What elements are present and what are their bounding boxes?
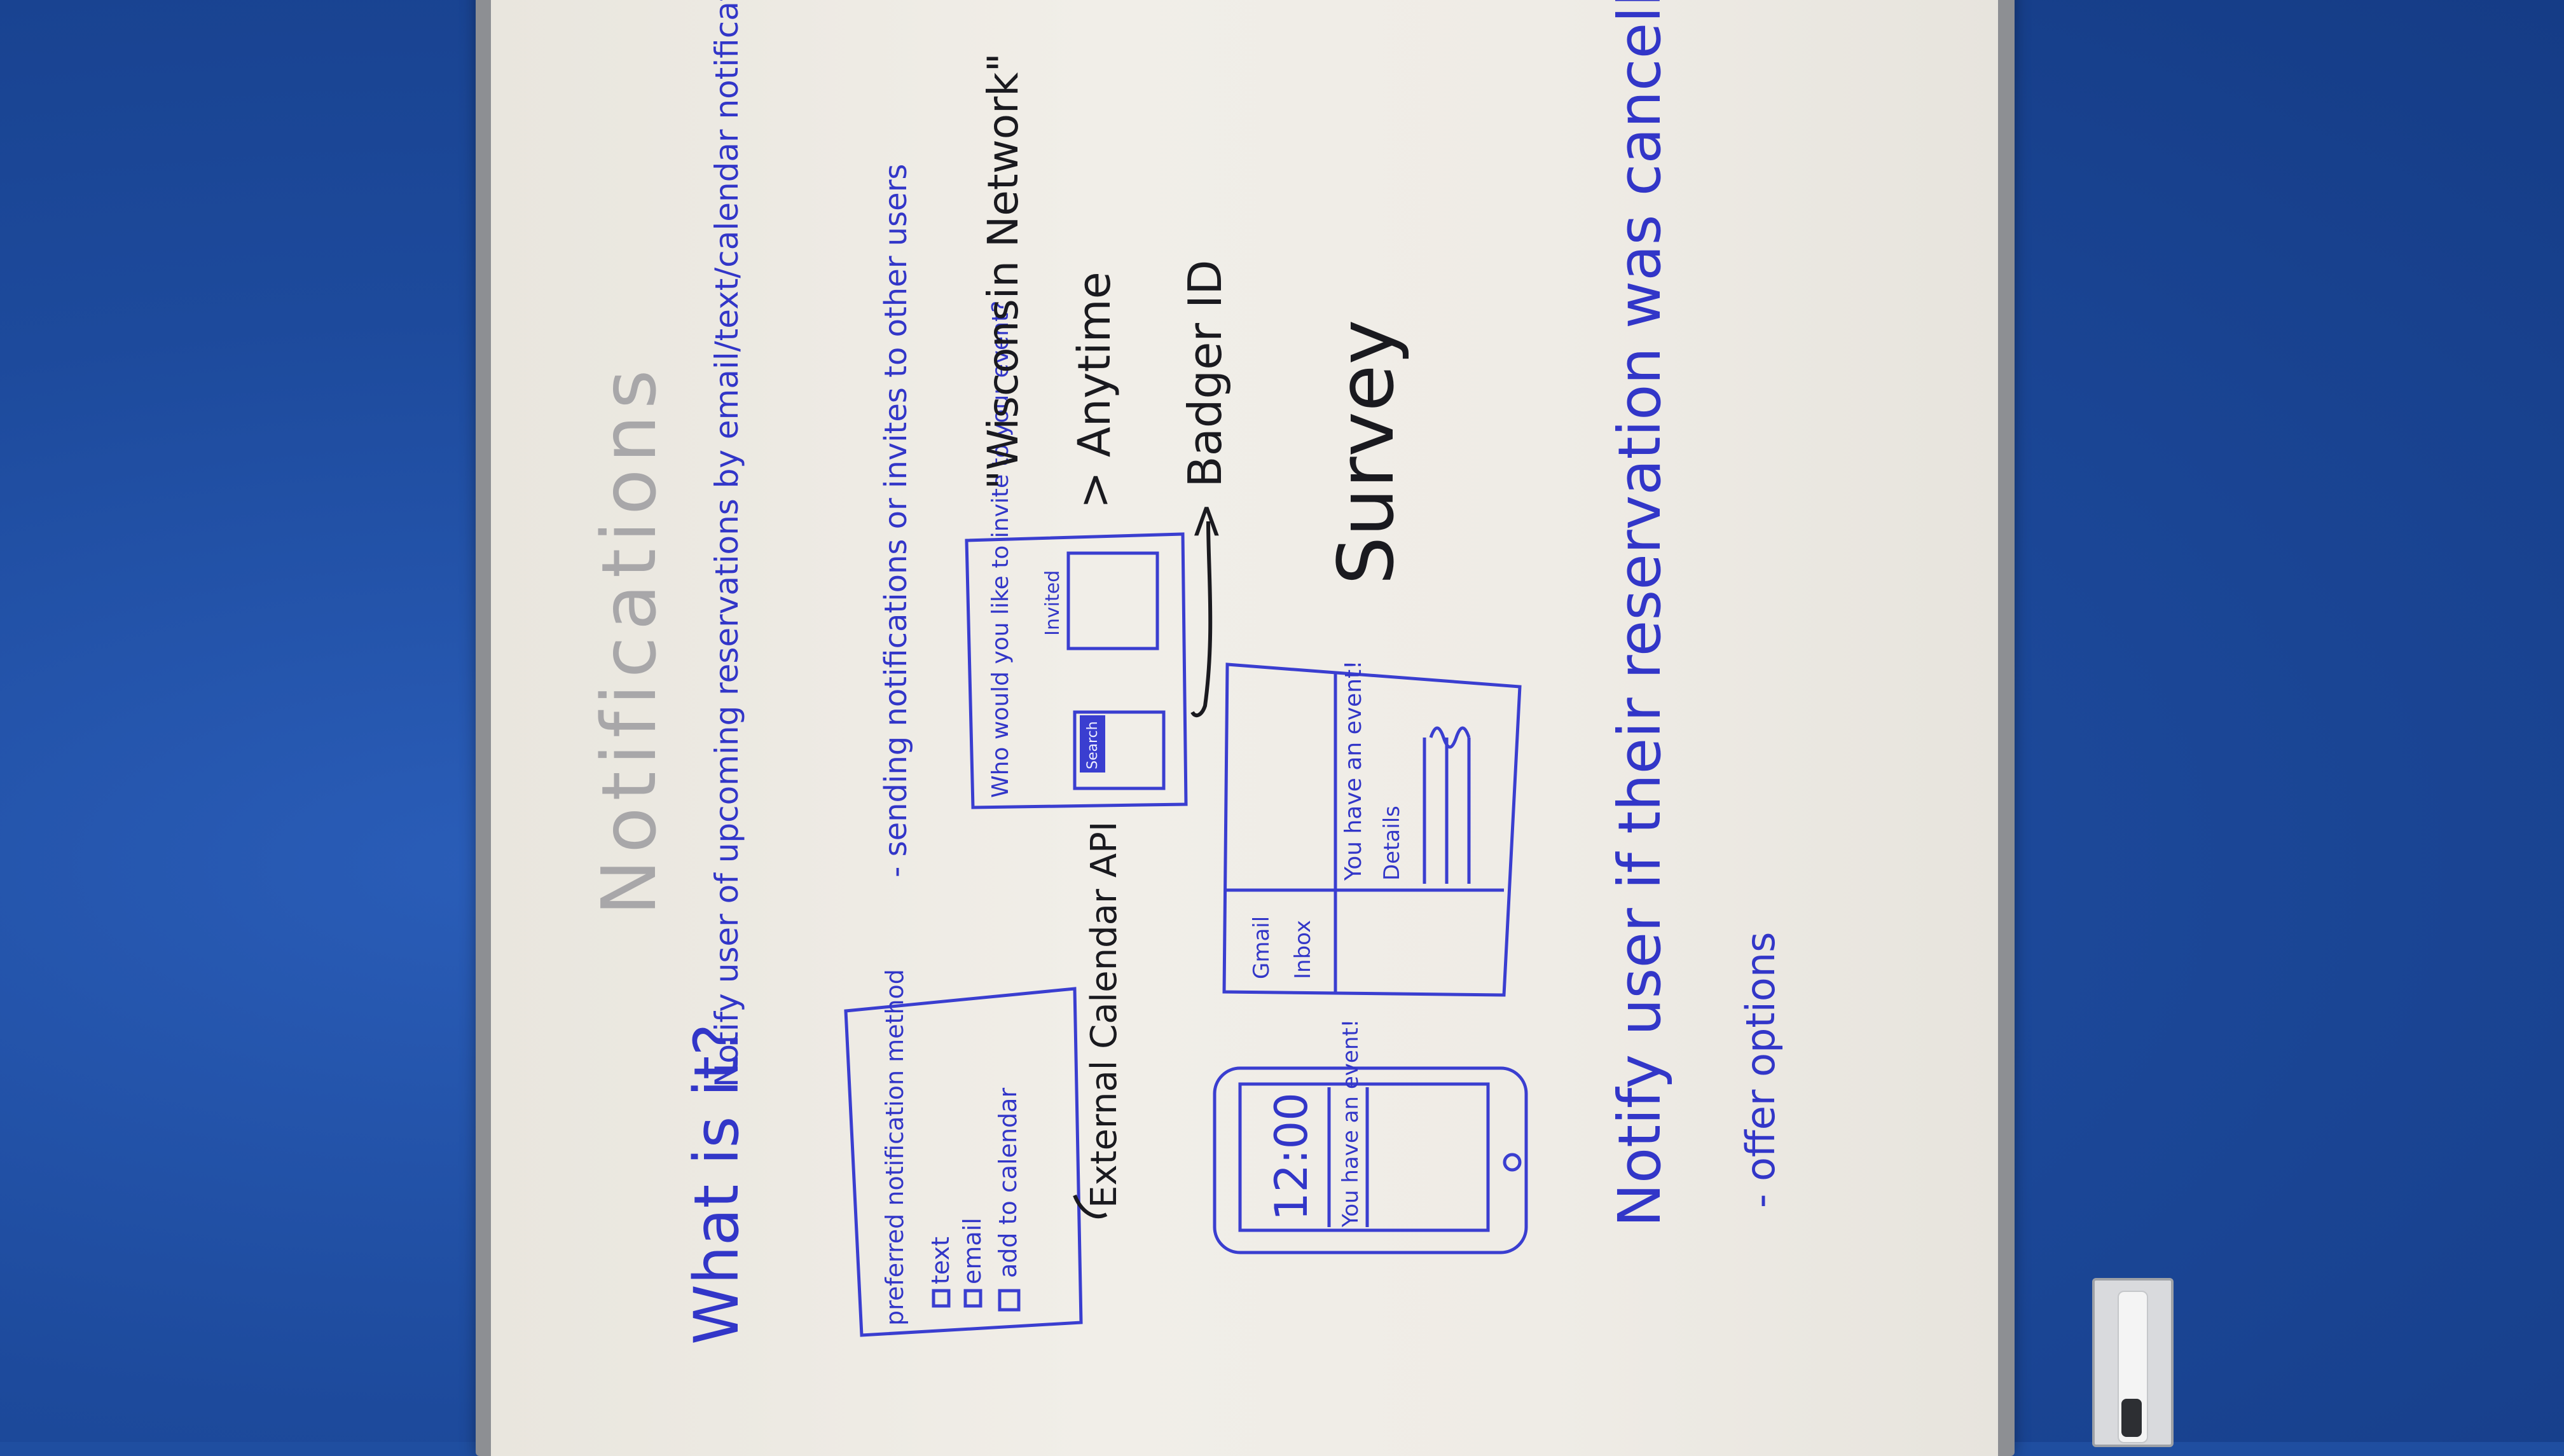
anytime-note: > Anytime: [1068, 271, 1120, 509]
marker-cap: [2121, 1399, 2142, 1437]
preferred-method-title: preferred notification method: [881, 969, 909, 1326]
details-label: Details: [1379, 806, 1405, 881]
phone-message: You have an event!: [1338, 1019, 1363, 1228]
home-button-icon: [1503, 1153, 1522, 1172]
notify-cancel-text: Notify user if their reservation was can…: [1606, 0, 1674, 1227]
network-note: "Wisconsin Network": [979, 53, 1028, 490]
checkbox-icon: [998, 1289, 1021, 1312]
whiteboard: [491, 0, 1998, 1456]
arrow-line: [1190, 521, 1213, 718]
invite-question: Who would you like to invite to your eve…: [988, 301, 1014, 798]
sending-invites-text: - sending notifications or invites to ot…: [878, 164, 914, 877]
email-app-label: Gmail: [1249, 916, 1274, 979]
email-message: You have an event!: [1341, 660, 1367, 881]
search-label: Search: [1085, 721, 1101, 769]
preferred-method-sketch: preferred notification method text email…: [844, 969, 1083, 1337]
what-is-it-heading: What is it?: [681, 1024, 752, 1345]
inbox-label: Inbox: [1290, 920, 1316, 979]
option-text: text: [927, 1237, 955, 1284]
board-title: Notifications: [585, 363, 673, 916]
offer-options-text: - offer options: [1737, 932, 1784, 1208]
phone-time: 12:00: [1265, 1092, 1318, 1221]
option-calendar: add to calendar: [994, 1088, 1022, 1278]
search-field: [1080, 715, 1105, 773]
phone-sketch: 12:00 You have an event!: [1213, 1019, 1528, 1254]
option-email: email: [958, 1218, 986, 1284]
notify-upcoming-text: Notify user of upcoming reservations by …: [708, 0, 745, 1087]
invited-label: Invited: [1042, 570, 1064, 636]
checkbox-icon: [963, 1289, 982, 1308]
external-api-text: External Calendar API: [1084, 821, 1125, 1208]
email-sketch: Gmail Inbox You have an event! Details: [1222, 660, 1522, 997]
invite-sketch: Who would you like to invite to your eve…: [965, 301, 1188, 809]
survey-note: Survey: [1323, 320, 1411, 585]
checkbox-icon: [932, 1289, 951, 1308]
badger-id-note: > Badger ID: [1178, 259, 1232, 540]
